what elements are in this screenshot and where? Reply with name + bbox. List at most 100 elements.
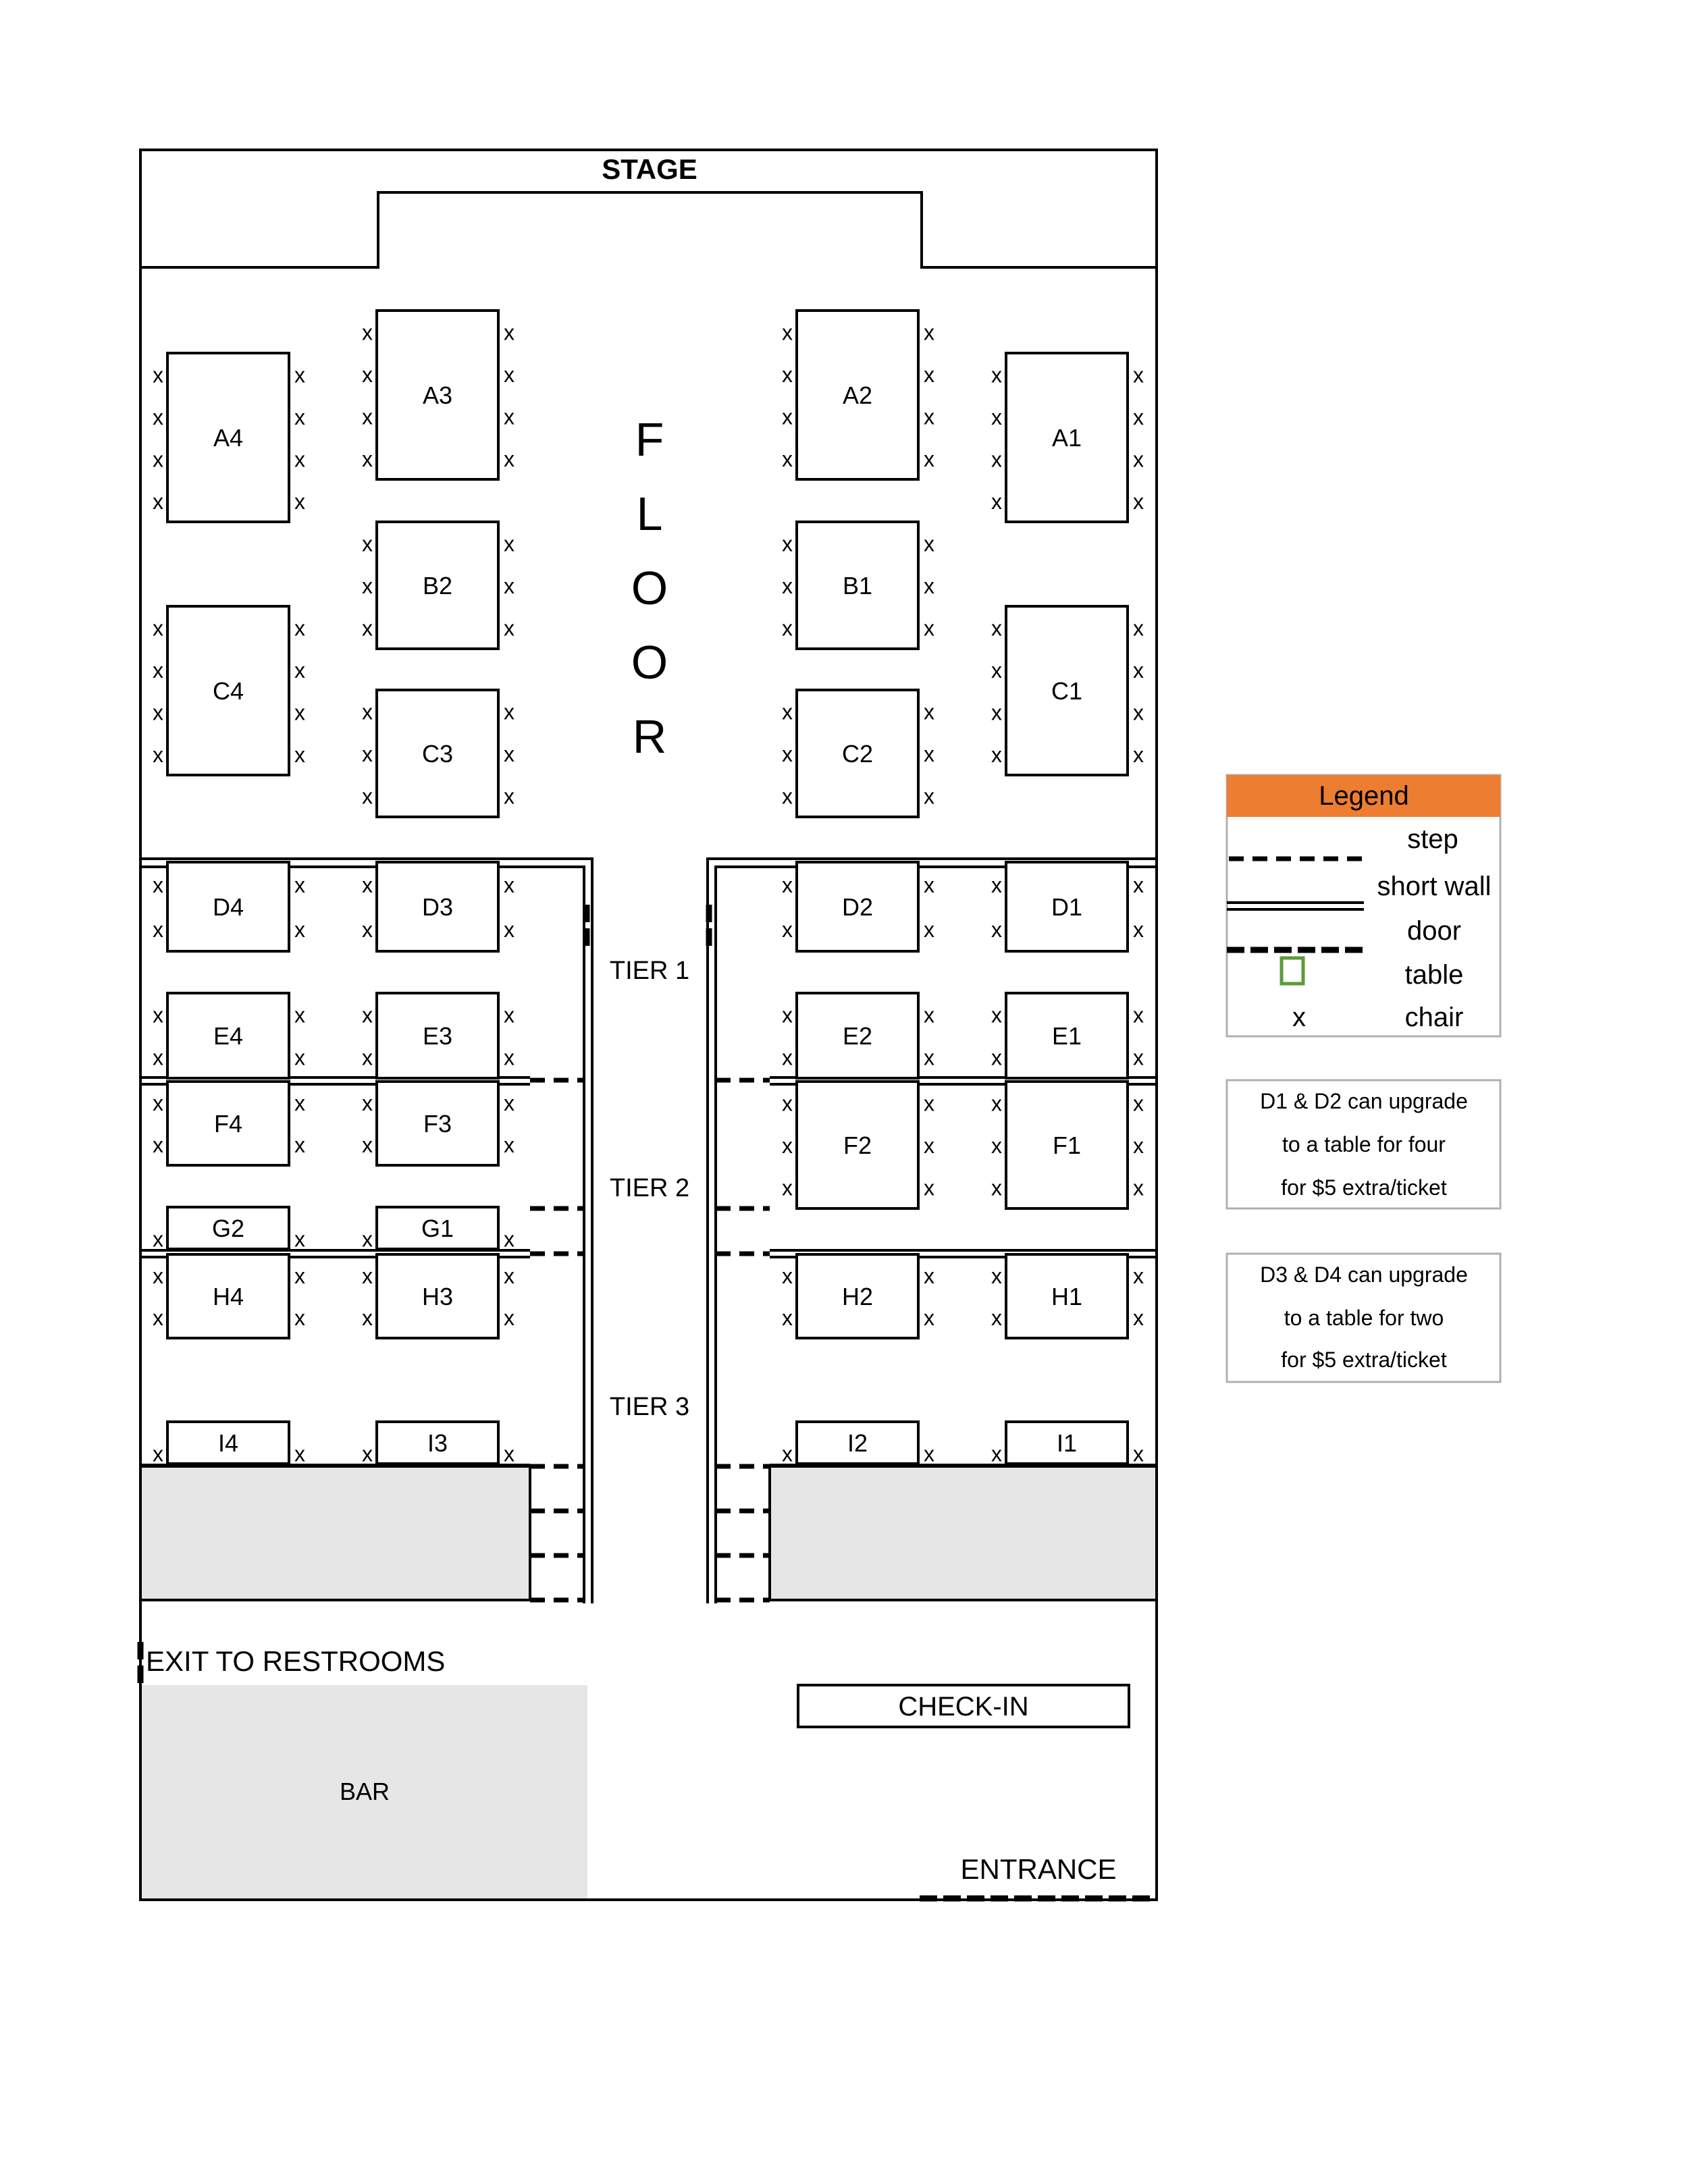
stage-outline [140, 191, 1157, 269]
chair-mark: x [362, 1306, 373, 1330]
legend-door-label: door [1407, 916, 1461, 946]
chair-mark: x [504, 1003, 515, 1028]
chair-mark: x [924, 616, 934, 641]
chair-mark: x [991, 1176, 1002, 1200]
table-shape [166, 605, 290, 776]
chair-mark: x [991, 1091, 1002, 1115]
table-shape [795, 309, 920, 481]
chair-mark: x [782, 1134, 793, 1158]
table-shape [1005, 1253, 1129, 1339]
chair-mark: x [504, 1046, 515, 1070]
chair-mark: x [504, 531, 515, 556]
table-label: H4 [213, 1283, 244, 1310]
chair-mark: x [153, 447, 163, 471]
chair-mark: x [294, 1133, 305, 1157]
chair-mark: x [504, 784, 515, 809]
table-label: G2 [212, 1215, 244, 1242]
chair-mark: x [782, 320, 793, 344]
note-line: to a table for four [1282, 1132, 1446, 1156]
chair-mark: x [153, 1091, 163, 1115]
chair-mark: x [1133, 447, 1144, 471]
chair-mark: x [362, 1046, 373, 1070]
floor-letter: O [631, 636, 668, 689]
chair-mark: x [504, 1264, 515, 1288]
table-label: H3 [422, 1283, 453, 1310]
table-shape [795, 992, 920, 1080]
legend-table-icon [1280, 956, 1305, 986]
chair-mark: x [1133, 1442, 1144, 1466]
chair-mark: x [153, 700, 163, 724]
chair-mark: x [294, 363, 305, 387]
chair-mark: x [153, 1264, 163, 1288]
legend-shortwall-label: short wall [1377, 872, 1492, 901]
chair-mark: x [362, 1133, 373, 1157]
chair-mark: x [1133, 1176, 1144, 1200]
floor-letter: F [635, 413, 664, 466]
chair-mark: x [294, 616, 305, 640]
chair-mark: x [991, 1306, 1002, 1330]
chair-mark: x [294, 1227, 305, 1252]
chair-mark: x [1133, 658, 1144, 683]
chair-mark: x [1133, 363, 1144, 387]
chair-mark: x [1133, 917, 1144, 942]
chair-mark: x [1133, 1264, 1144, 1288]
chair-mark: x [153, 658, 163, 683]
chair-mark: x [924, 917, 934, 942]
chair-mark: x [362, 531, 373, 556]
note-d1-d2: D1 & D2 can upgrade to a table for four … [1225, 1079, 1502, 1210]
chair-mark: x [153, 1227, 163, 1252]
chair-mark: x [991, 1003, 1002, 1028]
chair-mark: x [294, 1306, 305, 1330]
chair-mark: x [504, 1091, 515, 1115]
table-shape [166, 1420, 290, 1465]
chair-mark: x [924, 574, 934, 598]
chair-mark: x [991, 1442, 1002, 1466]
chair-mark: x [924, 873, 934, 897]
table-label: F3 [423, 1110, 452, 1138]
chair-mark: x [1133, 1003, 1144, 1028]
chair-mark: x [782, 531, 793, 556]
chair-mark: x [362, 616, 373, 641]
table-label: F2 [843, 1131, 872, 1159]
table-label: A1 [1052, 424, 1082, 452]
table-shape [166, 1206, 290, 1250]
chair-mark: x [1133, 1134, 1144, 1158]
chair-mark: x [1133, 489, 1144, 514]
chair-mark: x [153, 743, 163, 767]
chair-mark: x [782, 404, 793, 429]
table-shape [375, 521, 500, 650]
chair-mark: x [153, 489, 163, 514]
note-line: D1 & D2 can upgrade [1260, 1089, 1468, 1113]
chair-mark: x [782, 1176, 793, 1200]
chair-mark: x [504, 1442, 515, 1466]
legend-title: Legend [1319, 781, 1408, 811]
chair-mark: x [1133, 405, 1144, 429]
tier3-label: TIER 3 [610, 1393, 689, 1421]
floor-letter: R [633, 710, 667, 763]
table-label: I1 [1057, 1429, 1077, 1457]
table-label: F1 [1053, 1131, 1081, 1159]
chair-mark: x [991, 616, 1002, 640]
table-label: I4 [218, 1429, 238, 1457]
table-label: H1 [1051, 1283, 1082, 1310]
table-shape [1005, 352, 1129, 523]
tier1-label: TIER 1 [610, 957, 689, 985]
table-label: F4 [214, 1110, 242, 1138]
chair-mark: x [782, 917, 793, 942]
table-label: C4 [213, 677, 244, 705]
table-label: I3 [427, 1429, 448, 1457]
chair-mark: x [924, 784, 934, 809]
legend-chair-label: chair [1405, 1003, 1464, 1032]
chair-mark: x [362, 447, 373, 471]
chair-mark: x [294, 489, 305, 514]
note-line: for $5 extra/ticket [1281, 1175, 1447, 1200]
